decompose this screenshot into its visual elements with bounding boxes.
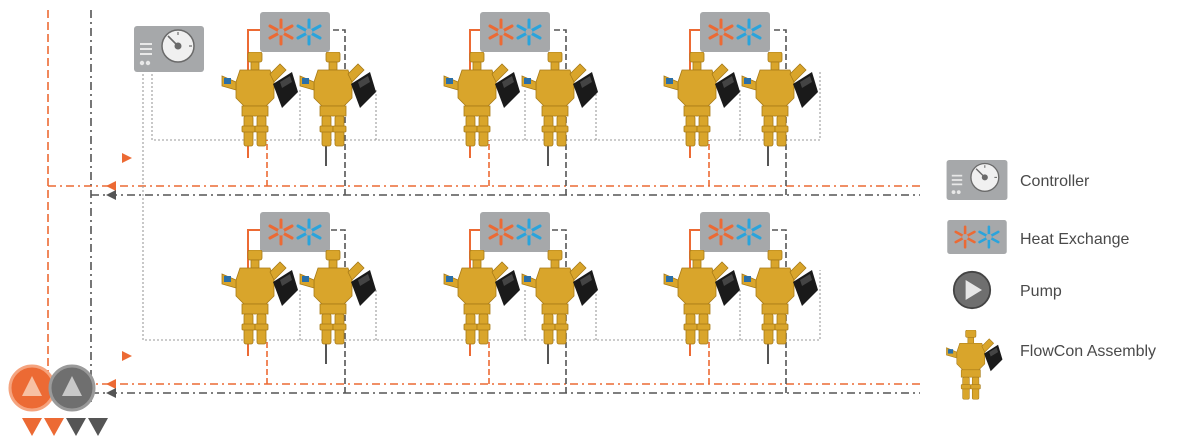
valves-bottom (221, 250, 818, 345)
flowcon-valve-icon (221, 250, 298, 345)
flowcon-valve-icon (299, 250, 376, 345)
flowcon-valve-icon (443, 52, 520, 147)
legend-heat-exchange-label: Heat Exchange (1020, 231, 1130, 248)
heat-exchanger-5 (480, 212, 550, 252)
legend-pump-label: Pump (1020, 283, 1062, 300)
heat-exchanger-4 (260, 212, 330, 252)
headers-bottom (36, 351, 920, 398)
flowcon-valve-icon (663, 250, 740, 345)
flowcon-valve-icon (521, 52, 598, 147)
pump-return (48, 364, 108, 436)
flowcon-valve-icon (741, 250, 818, 345)
flowcon-valve-icon (946, 330, 1003, 400)
flowcon-valve-icon (299, 52, 376, 147)
flowcon-valve-icon (741, 52, 818, 147)
flowcon-valve-icon (521, 250, 598, 345)
legend: Controller Heat Exchange Pump FlowCon As… (946, 160, 1156, 400)
main-risers (34, 0, 92, 405)
legend-controller-label: Controller (1020, 173, 1090, 190)
heat-cool-snowflake-icon (946, 220, 1008, 254)
flowcon-valve-icon (443, 250, 520, 345)
headers-top (36, 153, 920, 200)
heat-exchanger-1 (260, 12, 330, 52)
controller-dial-icon (946, 160, 1008, 200)
heat-exchanger-2 (480, 12, 550, 52)
legend-flowcon-label: FlowCon Assembly (1020, 343, 1156, 360)
controller-dial-icon (134, 26, 204, 72)
valves-top (221, 52, 818, 147)
heat-exchanger-3 (700, 12, 770, 52)
heat-exchanger-6 (700, 212, 770, 252)
flowcon-valve-icon (221, 52, 298, 147)
pump-triangle-icon (952, 270, 992, 310)
flowcon-valve-icon (663, 52, 740, 147)
